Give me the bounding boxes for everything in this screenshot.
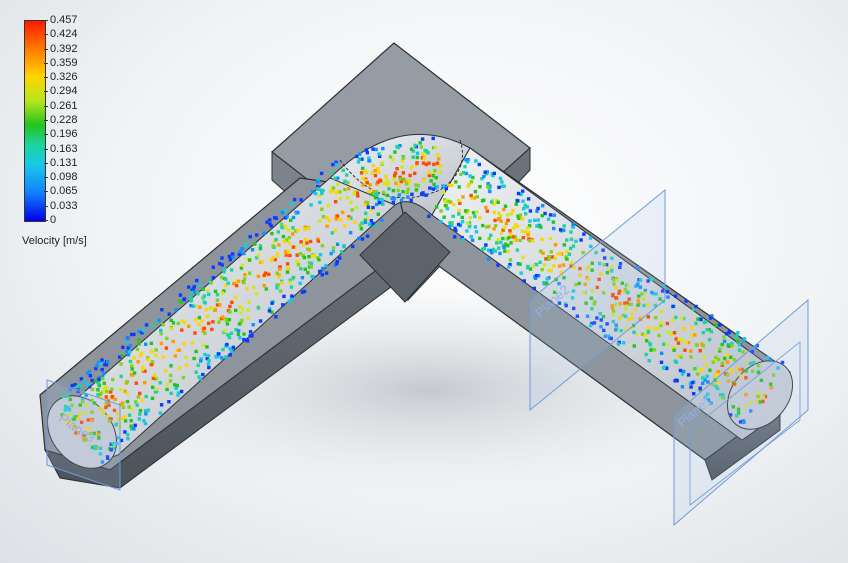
legend-title: Velocity [m/s] — [22, 235, 87, 247]
legend-tick-label: 0.196 — [44, 128, 78, 141]
legend-tick-label: 0.424 — [44, 28, 78, 41]
bend-section-line — [339, 139, 463, 199]
velocity-colorbar — [24, 20, 46, 222]
plane1-inner-outline — [689, 341, 801, 506]
legend-tick-label: 0.098 — [44, 171, 78, 184]
legend-tick-label: 0.065 — [44, 185, 78, 198]
plane2-group[interactable]: Plane2 — [529, 188, 666, 412]
plane2-outline — [529, 188, 666, 412]
legend-tick-label: 0 — [43, 214, 57, 226]
legend-tick-label: 0.359 — [44, 56, 78, 69]
inner-corner-block — [359, 211, 451, 303]
legend-tick-label: 0.457 — [44, 14, 78, 26]
legend-tick-label: 0.163 — [44, 142, 78, 155]
legend-tick-label: 0.261 — [44, 99, 78, 112]
legend-tick-label: 0.228 — [44, 114, 78, 126]
legend-tick-label: 0.392 — [44, 42, 78, 55]
legend-tick-label: 0.294 — [44, 85, 78, 98]
legend-tick-label: 0.326 — [44, 71, 78, 84]
legend-tick-label: 0.033 — [44, 199, 78, 212]
plane1-outline — [673, 298, 809, 527]
legend-tick-label: 0.131 — [44, 156, 78, 169]
right-outlet-face — [726, 360, 794, 430]
plane3-outline — [46, 379, 121, 491]
plane3-group[interactable]: Plane3 — [46, 379, 121, 491]
